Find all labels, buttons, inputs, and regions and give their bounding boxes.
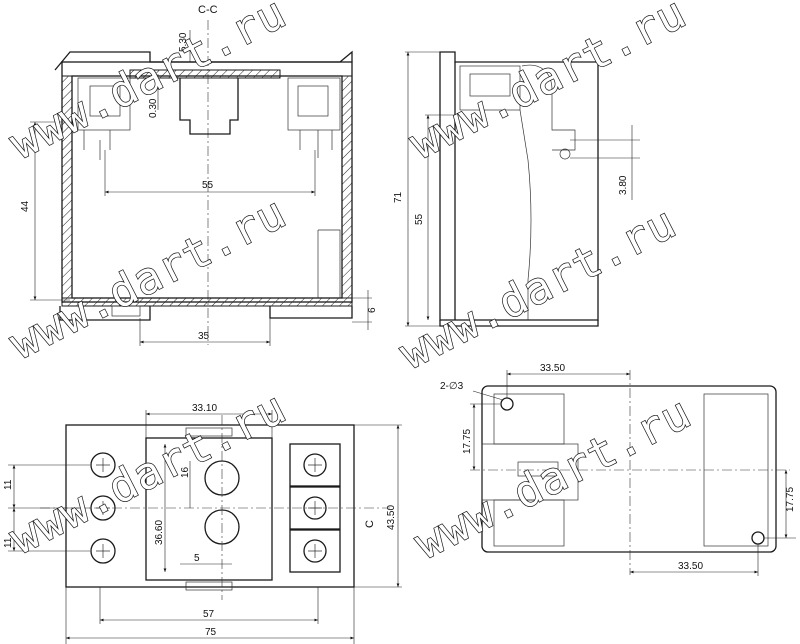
dim-43-50: 43.50 (386, 505, 397, 530)
watermark-5: www.dart.ru (2, 382, 295, 565)
front-label-c: C (364, 520, 376, 528)
section-terminal-left-pins (83, 130, 111, 160)
section-view-cc: C-C 5.30 0.30 (20, 4, 378, 346)
front-bottom-tab (185, 581, 233, 591)
front-top-tab (185, 427, 233, 437)
bottom-pocket-tl (493, 393, 565, 445)
dim-55: 55 (202, 180, 214, 191)
side-terminal-screw (469, 73, 511, 97)
bottom-hole-2 (751, 531, 765, 545)
dim-33-50-bottom: 33.50 (678, 561, 703, 572)
side-curve (519, 109, 532, 320)
section-base-spring (111, 305, 141, 317)
dim-71: 71 (393, 191, 404, 203)
dim-16: 16 (180, 466, 191, 478)
front-body-outline (65, 424, 355, 588)
side-base (439, 320, 599, 327)
section-wall-right (341, 75, 353, 299)
watermark-1: www.dart.ru (2, 0, 295, 170)
dim-5: 5 (194, 553, 200, 564)
dim-5-30: 5.30 (178, 32, 189, 52)
bottom-view: 2-∅3 33.50 17.75 17.75 33.50 (440, 363, 796, 576)
dim-side-55: 55 (414, 213, 425, 225)
section-terminal-right (287, 77, 341, 131)
front-center-panel (145, 437, 273, 581)
dim-17-75-left: 17.75 (462, 429, 473, 454)
watermark-3: www.dart.ru (2, 187, 295, 370)
dim-33-50-top: 33.50 (540, 363, 565, 374)
section-partition (317, 229, 341, 298)
dim-6: 6 (367, 307, 378, 313)
dim-36-60: 36.60 (154, 520, 165, 545)
bottom-rail-slot (481, 443, 579, 501)
watermark-2: www.dart.ru (402, 0, 695, 170)
bottom-holes-callout: 2-∅3 (440, 381, 464, 392)
section-label: C-C (198, 4, 218, 16)
dim-57: 57 (203, 609, 215, 620)
section-wall-top (129, 69, 281, 79)
dim-11-upper: 11 (3, 479, 14, 490)
dim-3-80: 3.80 (618, 175, 629, 195)
section-terminal-left-screw (89, 85, 121, 117)
watermark-4: www.dart.ru (392, 197, 685, 380)
section-terminal-right-screw (297, 85, 329, 117)
section-terminal-right-pins (299, 130, 333, 158)
watermark-6: www.dart.ru (407, 387, 700, 570)
dim-11-lower: 11 (3, 537, 14, 548)
side-clip (521, 64, 576, 151)
dim-0-30: 0.30 (148, 98, 159, 118)
dim-35: 35 (198, 331, 210, 342)
side-hole (559, 148, 571, 160)
section-center-block (179, 78, 239, 135)
front-view: 33.10 36.60 43.50 C 57 75 11 11 16 (3, 403, 402, 644)
leader-holes (472, 390, 504, 401)
section-wall-bottom (61, 297, 353, 307)
side-terminal (459, 65, 521, 111)
side-view: 71 55 3.80 (393, 51, 640, 327)
dim-17-75-right: 17.75 (785, 487, 796, 512)
section-lid (54, 50, 353, 71)
dim-75: 75 (205, 627, 217, 638)
section-terminal-left (77, 77, 131, 131)
section-base-clips (59, 306, 353, 321)
dim-33-10: 33.10 (192, 403, 217, 414)
bottom-spring (517, 461, 559, 477)
dim-44: 44 (20, 200, 31, 212)
